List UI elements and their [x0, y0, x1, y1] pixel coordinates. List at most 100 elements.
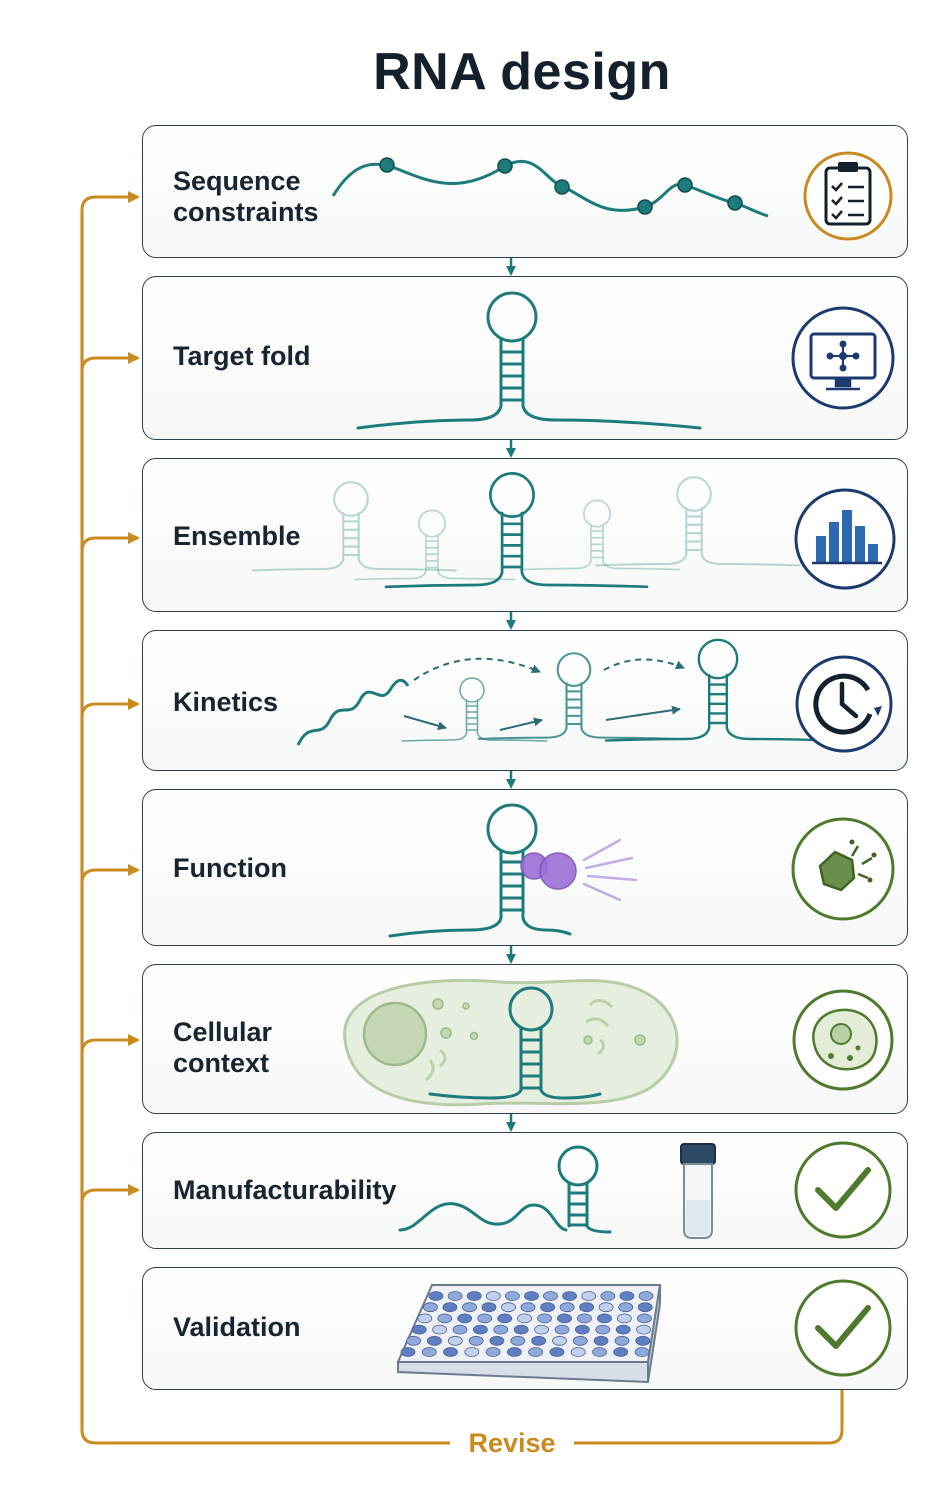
plate-well: [559, 1302, 575, 1313]
plate-well: [485, 1291, 501, 1301]
stage-label-target-fold: Target fold: [173, 341, 311, 371]
plate-well: [597, 1313, 612, 1324]
stage-label-validation: Validation: [173, 1312, 301, 1342]
plate-well: [635, 1335, 651, 1346]
plate-well: [549, 1347, 565, 1357]
plate-well: [462, 1302, 477, 1313]
plate-well: [400, 1347, 416, 1357]
stage-label-kinetics: Kinetics: [173, 687, 279, 717]
plate-well: [618, 1302, 634, 1313]
plate-well: [637, 1313, 652, 1324]
stage-label-cellular-context: Cellular context: [173, 1017, 273, 1078]
plate-well: [638, 1291, 654, 1301]
plate-well: [614, 1335, 630, 1346]
plate-well: [520, 1302, 536, 1313]
plate-well: [637, 1302, 653, 1313]
plate-well: [577, 1313, 592, 1324]
plate-well: [524, 1291, 539, 1301]
cell-icon: [792, 989, 894, 1091]
stage-manufacturability: [142, 1132, 908, 1249]
plate-well: [422, 1302, 438, 1313]
plate-well: [510, 1335, 526, 1346]
plate-well: [417, 1313, 433, 1324]
plate-well: [437, 1313, 453, 1324]
plate-well: [452, 1324, 468, 1335]
plate-well: [598, 1302, 614, 1313]
plate-well: [442, 1302, 458, 1313]
plate-well: [600, 1291, 616, 1301]
clock-icon: [795, 655, 893, 753]
plate-well: [517, 1313, 532, 1324]
plate-well: [481, 1302, 497, 1313]
plate-well: [570, 1347, 586, 1357]
computer-network-icon: [791, 306, 895, 410]
plate-well: [537, 1313, 552, 1324]
plate-well: [636, 1324, 651, 1335]
manufacturability-strand: [398, 1145, 612, 1234]
plate-well: [464, 1347, 480, 1357]
plate-well: [613, 1347, 629, 1357]
plate-well: [579, 1302, 594, 1313]
plate-well: [421, 1347, 437, 1357]
plate-well: [534, 1324, 549, 1335]
plate-well: [592, 1347, 607, 1357]
plate-well: [447, 1291, 463, 1301]
plate-well: [575, 1324, 590, 1335]
plate-well: [472, 1324, 488, 1335]
cellular-context-cell: [343, 978, 679, 1107]
plate-well: [531, 1335, 546, 1346]
plate-well: [466, 1291, 482, 1301]
target-fold-hairpin: [356, 291, 702, 430]
revise-label: Revise: [450, 1428, 574, 1459]
plate-well: [540, 1302, 555, 1313]
well-plate: [396, 1284, 662, 1384]
plate-well: [447, 1335, 463, 1346]
plate-well: [505, 1291, 520, 1301]
plate-well: [617, 1313, 632, 1324]
plate-well: [432, 1324, 448, 1335]
diagram-title: RNA design: [373, 43, 671, 101]
plate-well: [468, 1335, 484, 1346]
sequence-strand: [331, 157, 769, 218]
checkmark-icon: [794, 1141, 892, 1239]
plate-well: [443, 1347, 458, 1357]
kinetics-pathway: [296, 638, 840, 746]
plate-well: [489, 1335, 505, 1346]
plate-well: [543, 1291, 558, 1301]
stage-label-function: Function: [173, 853, 287, 883]
stage-ensemble: [142, 458, 908, 612]
stage-sequence-constraints: [142, 125, 908, 258]
plate-well: [497, 1313, 513, 1324]
plate-well: [426, 1335, 442, 1346]
plate-well: [457, 1313, 473, 1324]
checkmark-icon: [794, 1279, 892, 1377]
plate-well: [593, 1335, 609, 1346]
plate-well: [619, 1291, 635, 1301]
plate-well: [557, 1313, 572, 1324]
plate-well: [428, 1291, 444, 1301]
plate-well: [562, 1291, 577, 1301]
clipboard-checklist-icon: [803, 151, 893, 241]
plate-well: [581, 1291, 597, 1301]
ligand-binding-icon: [791, 817, 895, 921]
stage-label-manufacturability: Manufacturability: [173, 1175, 397, 1205]
bar-chart-icon: [794, 488, 896, 590]
stage-label-ensemble: Ensemble: [173, 521, 301, 551]
plate-well: [552, 1335, 567, 1346]
plate-well: [493, 1324, 509, 1335]
plate-well: [513, 1324, 529, 1335]
plate-well: [528, 1347, 543, 1357]
plate-well: [406, 1335, 422, 1346]
plate-well: [507, 1347, 522, 1357]
stage-kinetics: [142, 630, 908, 771]
plate-well: [411, 1324, 427, 1335]
plate-well: [634, 1347, 650, 1357]
plate-well: [501, 1302, 516, 1313]
ensemble-structures: [251, 472, 801, 589]
revise-feedback-loop: [80, 191, 844, 1445]
function-binding: [388, 803, 638, 938]
plate-well: [477, 1313, 493, 1324]
stage-label-sequence-constraints: Sequence constraints: [173, 166, 319, 227]
plate-well: [595, 1324, 611, 1335]
